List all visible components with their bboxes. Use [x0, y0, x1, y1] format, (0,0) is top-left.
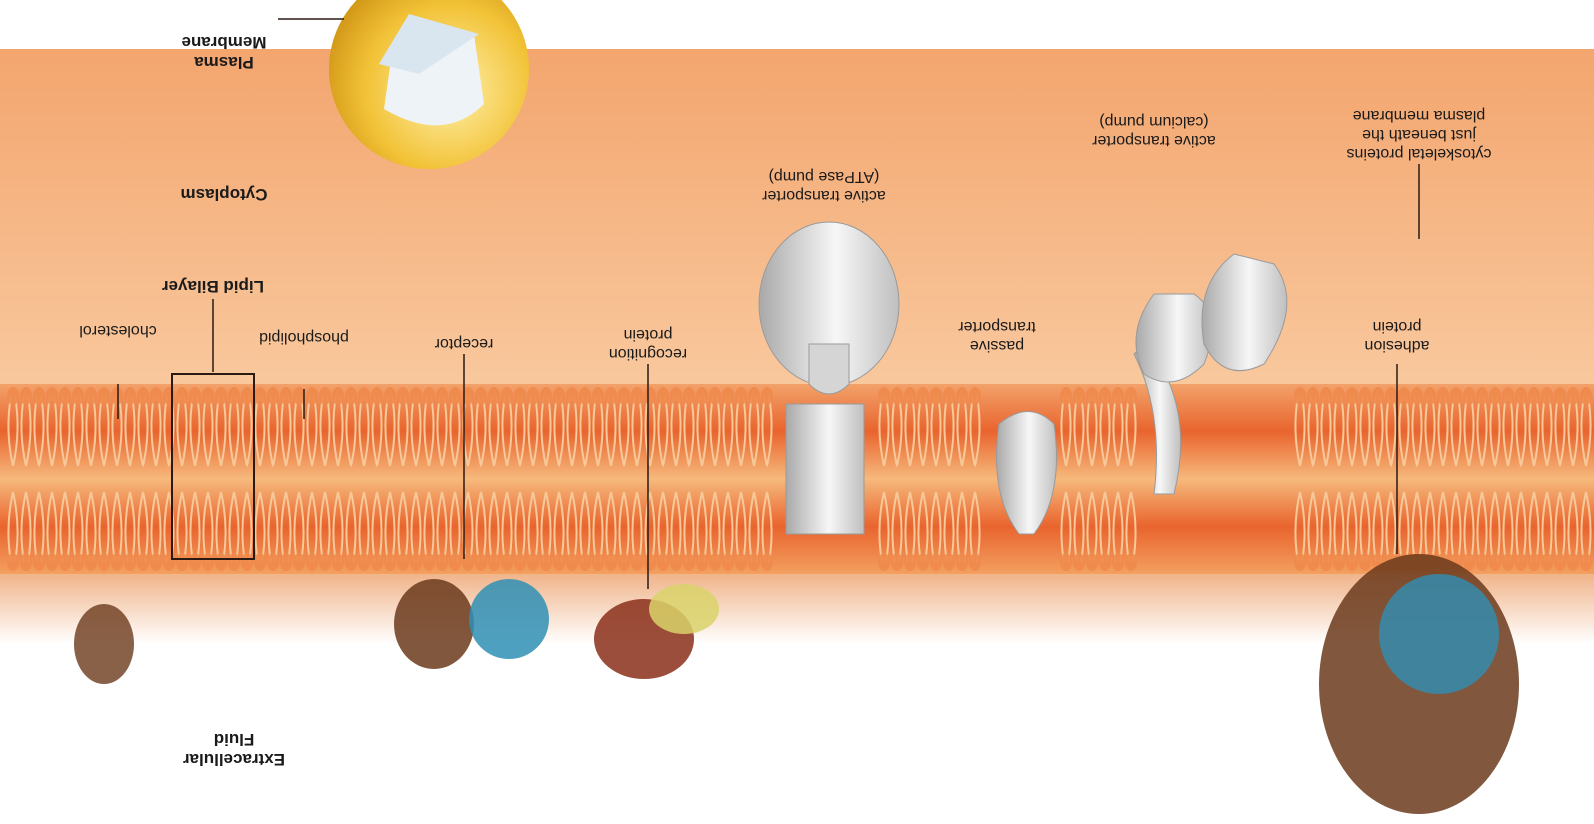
- calcium-pump-label: active transporter (calcium pump): [1092, 111, 1216, 149]
- cholesterol-protein: [74, 604, 134, 684]
- adhesion-protein-label: adhesion protein: [1365, 316, 1430, 354]
- receptor-label: receptor: [435, 333, 494, 352]
- cytoskeletal-proteins-label: cytoskeletal proteins just beneath the p…: [1347, 105, 1492, 162]
- passive-transporter-label: passive transporter: [958, 316, 1035, 354]
- adhesion-protein-cluster: [1319, 554, 1519, 814]
- atpase-pump-label: active transporter (ATPase pump): [762, 166, 886, 204]
- cytoplasm-label: Cytoplasm: [181, 184, 268, 204]
- phospholipid-label: phospholipid: [259, 327, 349, 346]
- recognition-protein-label: recognition protein: [609, 324, 687, 362]
- plasma-membrane-label: Plasma Membrane: [181, 32, 266, 72]
- lipid-bilayer-label: Lipid Bilayer: [162, 276, 264, 296]
- cholesterol-label: cholesterol: [79, 320, 156, 339]
- extracellular-fluid-label: Extracellular Fluid: [183, 729, 285, 769]
